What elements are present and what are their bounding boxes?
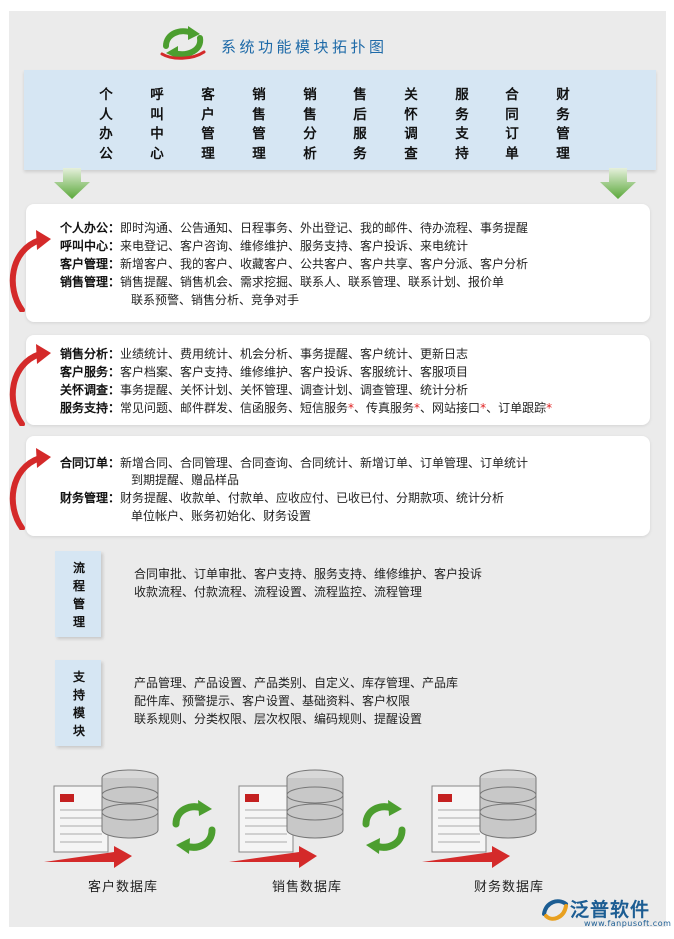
customer-database-label: 客户数据库 [88,880,159,895]
sync-arrows-icon [172,800,216,854]
card1-row-customer-management: 客户管理：新增客户、我的客户、收藏客户、公共客户、客户共享、客户分派、客户分析 [60,257,529,271]
card2-row-sales-analysis: 销售分析：业绩统计、费用统计、机会分析、事务提醒、客户统计、更新日志 [60,347,469,361]
support-modules-title: 支持模块 [72,670,85,738]
module-sales-analysis: 销售分析 [303,87,317,162]
module-banner: 个人办公 呼叫中心 客户管理 销售管理 销售分析 售后服务 关怀调查 服务支持 … [24,70,656,170]
brand-logo-icon [542,899,568,921]
sync-arrows-icon [362,800,406,854]
curved-arrow-icon [9,448,51,530]
recycle-logo-icon [160,26,206,60]
down-arrow-right-icon [600,168,636,199]
card2-row-care-survey: 关怀调查：事务提醒、关怀计划、关怀管理、调查计划、调查管理、统计分析 [60,383,469,397]
module-customer-management: 客户管理 [201,87,215,162]
support-line-2: 配件库、预警提示、客户设置、基础资料、客户权限 [134,694,411,708]
card1-row-sales-management: 销售管理：销售提醒、销售机会、需求挖掘、联系人、联系管理、联系计划、报价单 [60,275,505,289]
down-arrow-left-icon [54,168,90,199]
support-line-3: 联系规则、分类权限、层次权限、编码规则、提醒设置 [134,712,423,726]
card2-row-service-support: 服务支持：常见问题、邮件群发、信函服务、短信服务*、传真服务*、网站接口*、订单… [60,401,553,415]
card3-row-contract-order: 合同订单：新增合同、合同管理、合同查询、合同统计、新增订单、订单管理、订单统计 [60,456,529,470]
brand-name: 泛普软件 [570,899,651,921]
module-card-3 [26,436,650,536]
module-after-sales: 售后服务 [353,87,367,162]
brand-url: www.fanpusoft.com [584,919,672,928]
card1-row-sales-management-cont: 联系预警、销售分析、竞争对手 [131,293,300,307]
module-call-center: 呼叫中心 [150,87,164,162]
flow-management-title: 流程管理 [72,561,85,629]
module-contract-order: 合同订单 [505,87,519,162]
finance-database-label: 财务数据库 [474,880,545,895]
card3-row-finance-management-cont: 单位帐户、账务初始化、财务设置 [131,509,312,523]
curved-arrow-icon [9,344,51,426]
module-sales-management: 销售管理 [252,87,266,162]
diagram-title: 系统功能模块拓扑图 [221,38,388,56]
card1-row-call-center: 呼叫中心：来电登记、客户咨询、维修维护、服务支持、客户投诉、来电统计 [60,239,469,253]
support-modules-box: 支持模块 [55,660,101,746]
flow-line-2: 收款流程、付款流程、流程设置、流程监控、流程管理 [134,585,423,599]
support-line-1: 产品管理、产品设置、产品类别、自定义、库存管理、产品库 [134,676,459,690]
card1-row-personal-office: 个人办公：即时沟通、公告通知、日程事务、外出登记、我的邮件、待办流程、事务提醒 [60,221,529,235]
module-service-support: 服务支持 [455,87,469,162]
module-card-1 [26,204,650,322]
module-care-survey: 关怀调查 [404,87,418,162]
curved-arrow-icon [9,230,51,312]
card3-row-contract-order-cont: 到期提醒、赠品样品 [131,473,240,487]
module-finance-management: 财务管理 [556,87,570,162]
card3-row-finance-management: 财务管理：财务提醒、收款单、付款单、应收应付、已收已付、分期款项、统计分析 [60,491,505,505]
flow-management-box: 流程管理 [55,551,101,637]
flow-line-1: 合同审批、订单审批、客户支持、服务支持、维修维护、客户投诉 [134,567,483,581]
customer-database-icon [44,769,159,868]
module-card-2 [26,335,650,425]
finance-database-icon [422,769,537,868]
module-personal-office: 个人办公 [99,87,113,162]
sales-database-icon [229,769,344,868]
card2-row-customer-service: 客户服务：客户档案、客户支持、维修维护、客户投诉、客服统计、客服项目 [60,365,469,379]
sales-database-label: 销售数据库 [272,880,343,895]
